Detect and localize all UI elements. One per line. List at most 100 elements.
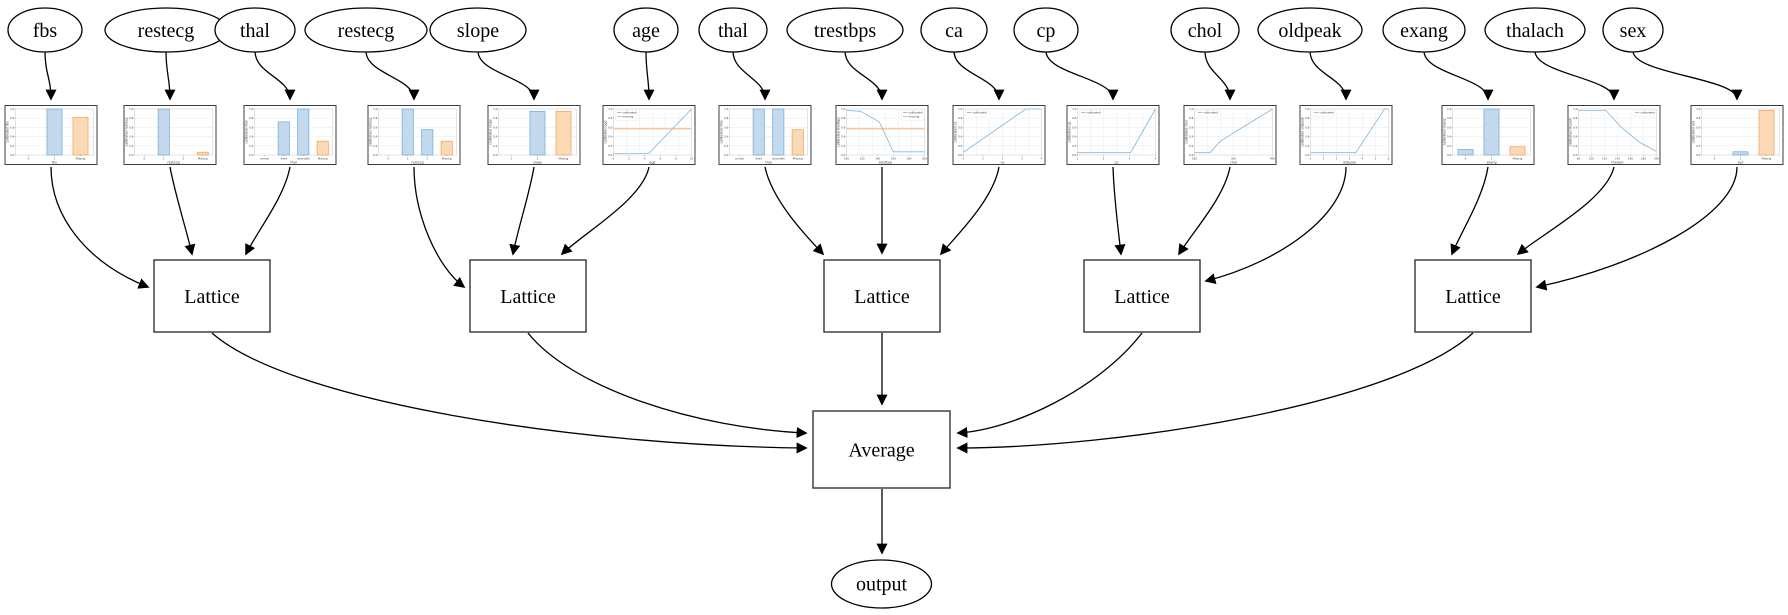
edge-arrow (1112, 166, 1126, 256)
edge-arrow (477, 50, 540, 101)
y-tick-label: 0.0 (10, 153, 14, 157)
x-tick-label: reversible (772, 156, 785, 160)
y-tick-label: 0.4 (493, 135, 497, 139)
y-tick-label: 0.2 (1072, 144, 1076, 148)
y-tick-label: 0.4 (249, 135, 253, 139)
feature-label: restecg (138, 20, 195, 42)
x-tick-label: 120 (1602, 156, 1607, 160)
y-tick-label: 0.2 (724, 144, 728, 148)
y-tick-label: 0.8 (1573, 116, 1577, 120)
bar-orange (1758, 110, 1775, 156)
x-tick-label: 180 (1641, 156, 1646, 160)
y-tick-label: 1.0 (958, 107, 962, 111)
bar-orange (791, 129, 804, 156)
y-tick-label: 0.6 (1189, 125, 1193, 129)
x-tick-label: 3 (1129, 156, 1131, 160)
y-tick-label: 0.0 (249, 153, 253, 157)
edge-arrow (245, 166, 291, 256)
y-tick-label: 0.8 (608, 116, 612, 120)
x-tick-label: Missing (442, 156, 452, 160)
edge-arrow (956, 332, 1474, 454)
x-tick-label: reversible (297, 156, 310, 160)
y-tick-label: 0.6 (841, 125, 845, 129)
y-axis-label: calibrated chol (1184, 120, 1188, 144)
x-tick-label: 160 (891, 156, 896, 160)
y-tick-label: 0.2 (1696, 144, 1700, 148)
y-axis-label: calibrated exang (1442, 119, 1446, 146)
calibrated-line (1310, 108, 1389, 154)
y-tick-label: 0.0 (724, 153, 728, 157)
feature-ellipse (1013, 7, 1079, 53)
y-tick-label: 0.2 (373, 144, 377, 148)
average-node: Average (812, 410, 951, 489)
x-tick-label: 1 (163, 156, 165, 160)
y-tick-label: 0.4 (1696, 135, 1700, 139)
lattice-node-3: Lattice (823, 259, 941, 333)
x-tick-label: 4 (1041, 156, 1043, 160)
legend-label: calibrated (1087, 111, 1101, 115)
x-axis-label: thalach (1611, 161, 1623, 165)
x-tick-label: 4 (644, 156, 646, 160)
edge-arrow (365, 50, 420, 101)
y-axis-label: calibrated restecg (124, 118, 128, 147)
x-tick-label: Missing (559, 156, 569, 160)
bar-orange (555, 110, 572, 156)
lattice-box (1414, 259, 1532, 333)
bar-blue (1483, 108, 1500, 156)
edge-arrow (1045, 50, 1119, 101)
feature-node-ca-8: ca (920, 7, 988, 53)
y-axis-label: calibrated restecg (368, 118, 372, 147)
lattice-node-5: Lattice (1414, 259, 1532, 333)
feature-label: ca (945, 20, 963, 42)
legend-box (901, 110, 923, 121)
x-tick-label: Missing (318, 156, 328, 160)
x-axis-label: sex (1738, 161, 1744, 165)
x-tick-label: 2 (182, 156, 184, 160)
feature-node-thal-2: thal (214, 7, 296, 53)
feature-node-sex-14: sex (1602, 7, 1664, 53)
x-tick-label: 2 (1103, 156, 1105, 160)
calibrated-line (1578, 109, 1657, 152)
y-tick-label: 0.2 (1189, 144, 1193, 148)
edge-arrow (509, 166, 535, 256)
y-tick-label: 0.8 (958, 116, 962, 120)
x-tick-label: 8 (675, 156, 677, 160)
y-tick-label: 0.0 (841, 153, 845, 157)
legend-box (1079, 110, 1101, 117)
edge-arrow (956, 332, 1143, 438)
y-tick-label: 0.6 (1072, 125, 1076, 129)
feature-ellipse (1602, 7, 1664, 53)
feature-ellipse (613, 7, 679, 53)
y-tick-label: 1.0 (724, 107, 728, 111)
feature-label: cp (1037, 20, 1056, 42)
x-axis-label: thal (765, 161, 771, 165)
feature-node-restecg-1: restecg (104, 7, 228, 53)
y-tick-label: 0.6 (1447, 125, 1451, 129)
x-axis-label: trestbps (879, 161, 893, 165)
edge-arrow (1516, 166, 1615, 256)
y-tick-label: 1.0 (1072, 107, 1076, 111)
edge-arrow (527, 332, 808, 439)
x-tick-label: 120 (860, 156, 865, 160)
y-tick-label: 0.4 (1573, 135, 1577, 139)
feature-ellipse (786, 7, 904, 53)
feature-node-thalach-13: thalach (1484, 7, 1586, 53)
edges-layer (44, 50, 1743, 555)
lattice-box (153, 259, 271, 333)
feature-ellipse (304, 7, 428, 53)
y-axis-label: calibrated ca (953, 122, 957, 143)
x-tick-label: normal (260, 156, 269, 160)
feature-node-restecg-3: restecg (304, 7, 428, 53)
output-label: output (856, 574, 908, 596)
x-tick-label: 0 (1714, 156, 1716, 160)
y-tick-label: 0.0 (958, 153, 962, 157)
y-axis-label: calibrated fbs (5, 121, 9, 143)
feature-label: slope (457, 20, 499, 42)
